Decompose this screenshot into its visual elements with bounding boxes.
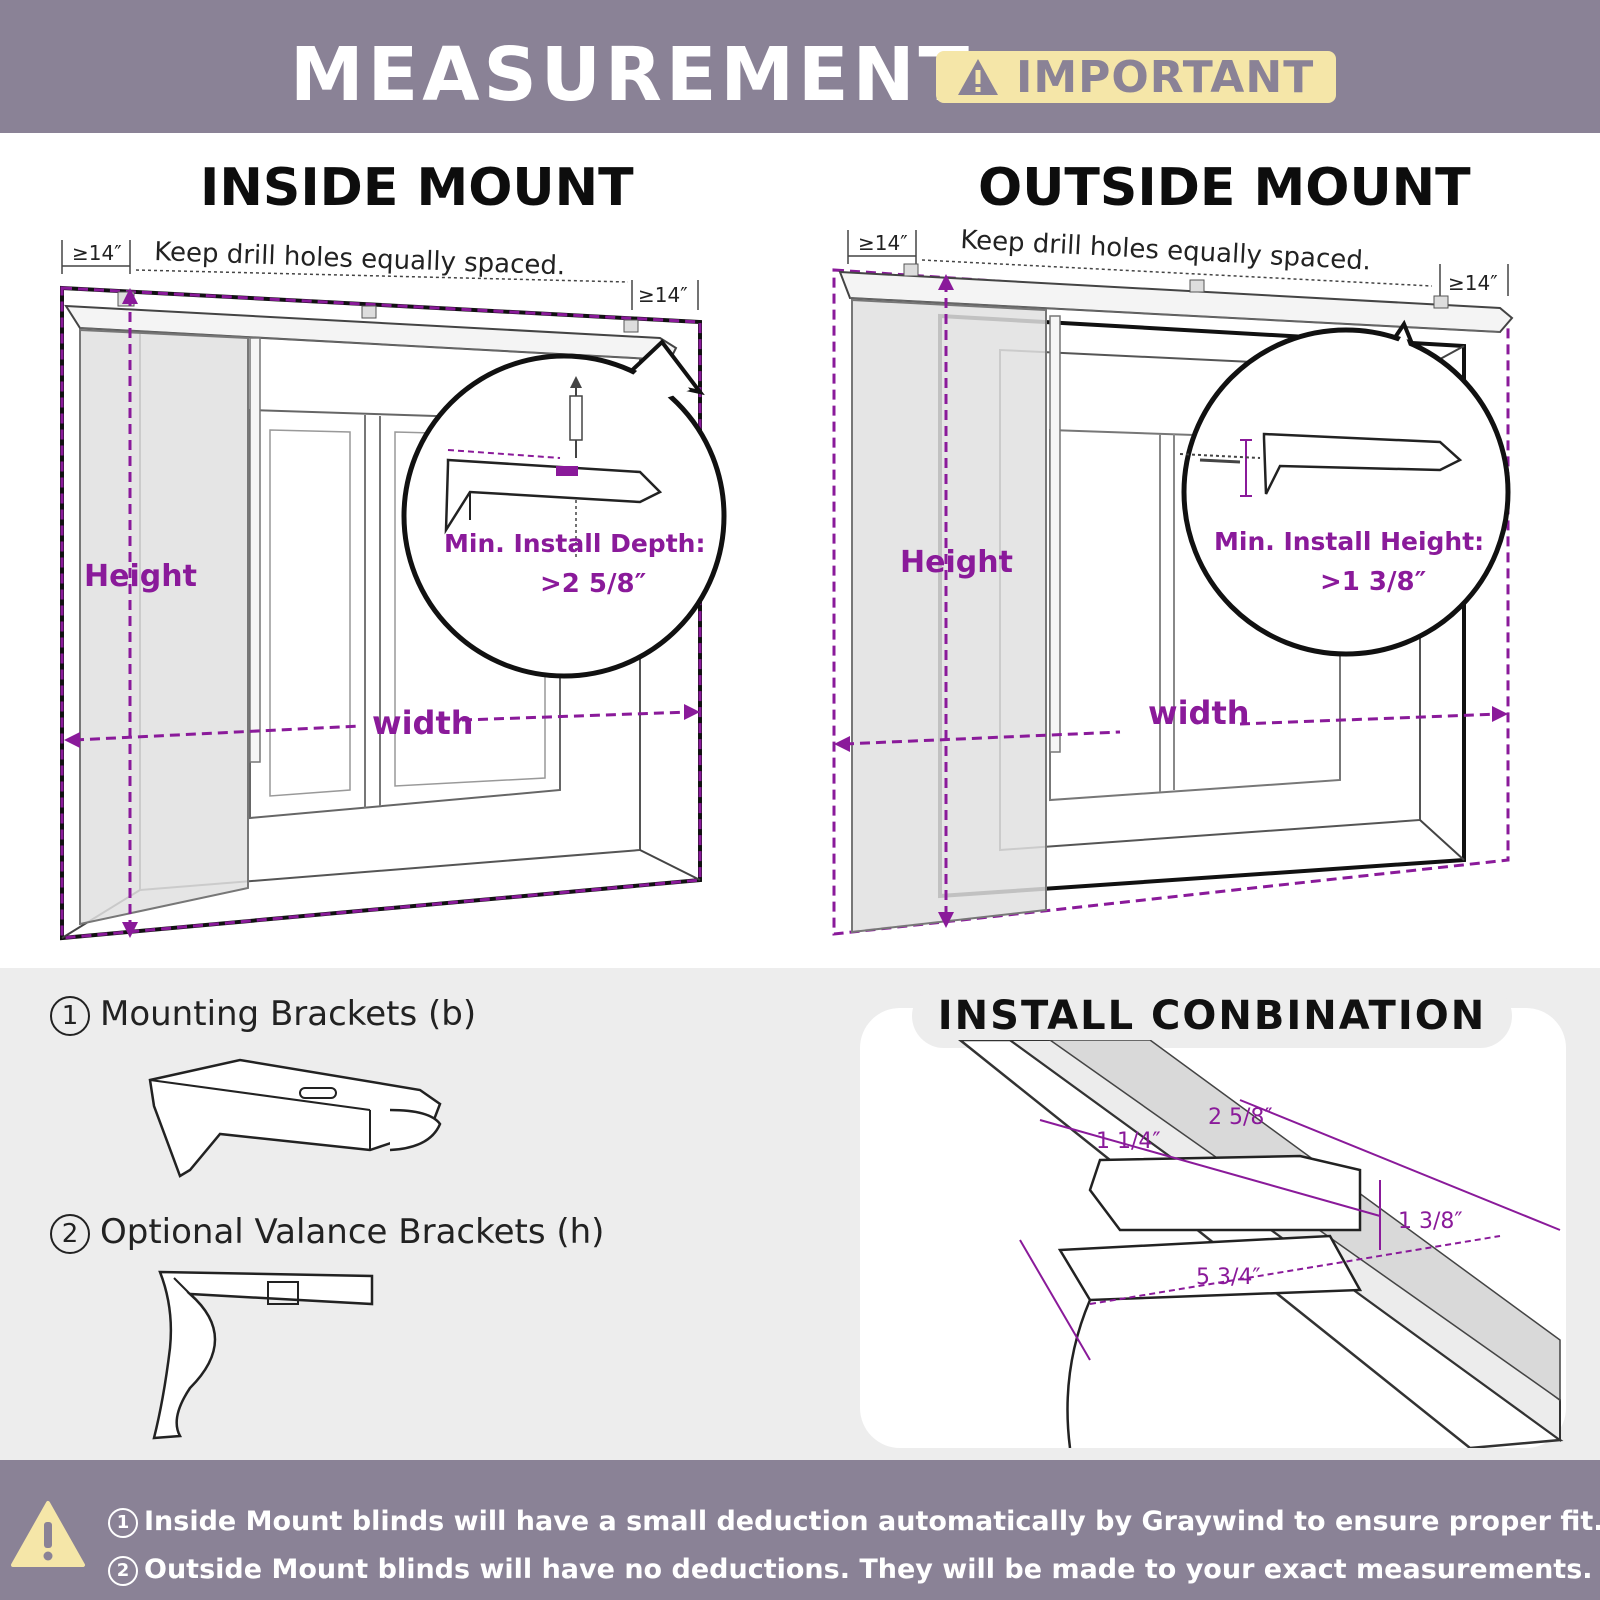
outside-width-label: width (1148, 694, 1250, 732)
item-number-1: 1 (50, 995, 90, 1036)
outside-callout-label: Min. Install Height: (1214, 527, 1484, 556)
mounting-brackets-text: Mounting Brackets (b) (100, 994, 477, 1034)
outside-callout-value: >1 3/8″ (1320, 567, 1426, 597)
inside-width-label: width (372, 704, 474, 742)
inside-edge-right: ≥14″ (638, 283, 688, 307)
install-dim-2: 2 5/8″ (1208, 1105, 1273, 1130)
outside-edge-right: ≥14″ (1448, 271, 1498, 295)
outside-mount-diagram: ≥14″ Keep drill holes equally spaced. ≥1… (832, 225, 1514, 936)
inside-edge-left: ≥14″ (72, 241, 122, 265)
page-title: MEASUREMENT (290, 32, 973, 118)
outside-mount-title: OUTSIDE MOUNT (978, 158, 1471, 218)
inside-callout-label: Min. Install Depth: (444, 529, 705, 558)
header-banner: MEASUREMENT IMPORTANT (0, 0, 1600, 133)
install-combination-illustration: 1 1/4″ 2 5/8″ 1 3/8″ 5 3/4″ (957, 1040, 1564, 1448)
warning-icon (958, 59, 998, 95)
inside-callout-value: >2 5/8″ (540, 569, 646, 599)
footer-note-1-text: Inside Mount blinds will have a small de… (144, 1506, 1600, 1537)
footer-note-2-text: Outside Mount blinds will have no deduct… (144, 1554, 1593, 1585)
valance-brackets-text: Optional Valance Brackets (h) (100, 1212, 605, 1252)
valance-bracket-illustration (152, 1270, 374, 1440)
footer-note-2-number: 2 (108, 1555, 138, 1586)
item-number-2: 2 (50, 1213, 90, 1254)
outside-edge-left: ≥14″ (858, 231, 908, 255)
mounting-bracket-illustration (148, 1058, 442, 1178)
footer-warning-icon (11, 1501, 85, 1567)
outside-drill-note: Keep drill holes equally spaced. (960, 225, 1372, 276)
important-badge: IMPORTANT (936, 51, 1336, 103)
install-dim-4: 5 3/4″ (1196, 1265, 1261, 1290)
footer-note-1-number: 1 (108, 1507, 138, 1538)
install-dim-1: 1 1/4″ (1096, 1129, 1161, 1154)
inside-height-label: Height (84, 559, 197, 594)
outside-height-label: Height (900, 545, 1013, 580)
inside-drill-note: Keep drill holes equally spaced. (154, 237, 566, 281)
install-dim-3: 1 3/8″ (1398, 1209, 1463, 1234)
important-label: IMPORTANT (1016, 52, 1315, 103)
install-title-pill (912, 984, 1512, 1048)
install-combination-title: INSTALL CONBINATION (937, 993, 1487, 1039)
inside-mount-diagram: ≥14″ Keep drill holes equally spaced. ≥1… (60, 237, 727, 941)
inside-mount-title: INSIDE MOUNT (200, 158, 634, 218)
